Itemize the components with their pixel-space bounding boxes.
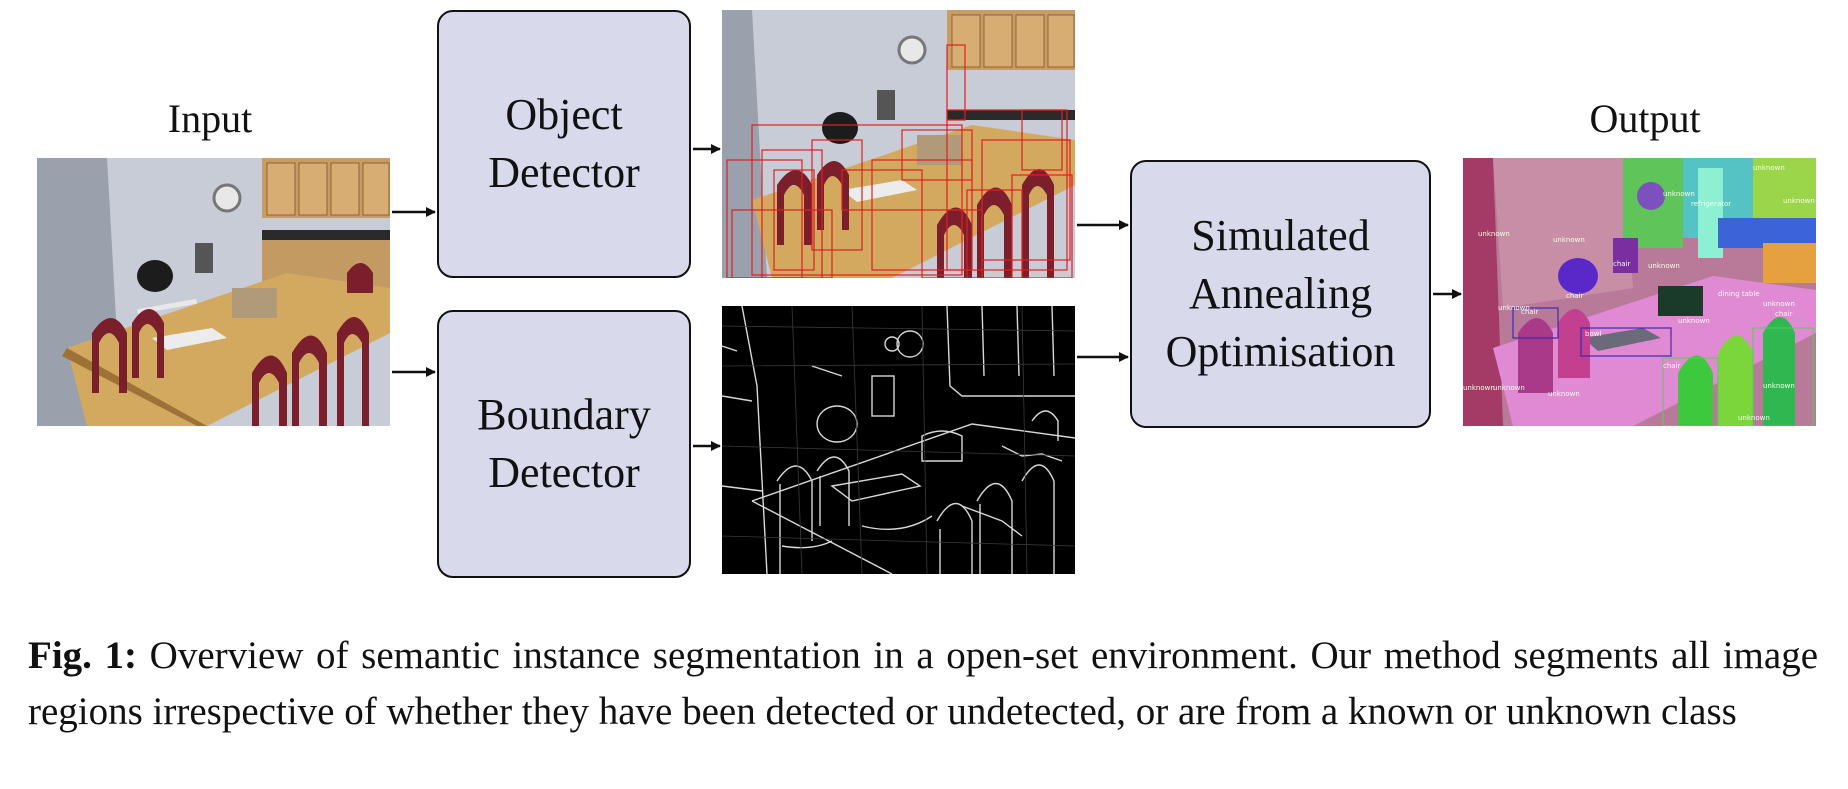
segment-tag: unknown (1678, 317, 1710, 325)
boundary-detector-line-2: Detector (488, 448, 640, 497)
segment-tag: chair (1566, 292, 1584, 300)
segment-tag: unknown (1753, 164, 1785, 172)
segment-tag: unknown (1493, 384, 1525, 392)
segment-tag: unknown (1498, 304, 1530, 312)
boundary-image (722, 306, 1075, 574)
segment-tag: chair (1613, 260, 1631, 268)
input-label: Input (167, 96, 253, 141)
segment-tag: unknown (1548, 390, 1580, 398)
caption-text: Overview of semantic instance segmentati… (28, 634, 1819, 733)
segment-tag: chair (1663, 362, 1681, 370)
segment-tag: bowl (1585, 330, 1601, 338)
segment-tag: chair (1775, 310, 1793, 318)
sao-line-1: Simulated (1191, 211, 1370, 260)
segment-tag: unknown (1463, 384, 1495, 392)
segment-tag: unknown (1553, 236, 1585, 244)
figure-caption: Fig. 1: Overview of semantic instance se… (28, 628, 1818, 740)
caption-prefix: Fig. 1: (28, 634, 138, 677)
segment-tag: chair (1521, 308, 1539, 316)
segment-tag: unknown (1783, 197, 1815, 205)
detection-image (722, 10, 1075, 278)
boundary-detector-line-1: Boundary (477, 390, 651, 439)
segment-tag: unknown (1478, 230, 1510, 238)
segment-tag: unknown (1763, 382, 1795, 390)
sao-line-3: Optimisation (1165, 327, 1396, 376)
input-image (37, 158, 390, 426)
segment-tag: unknown (1663, 190, 1695, 198)
segment-tag: unknown (1763, 300, 1795, 308)
segment-tag: unknown (1738, 414, 1770, 422)
segment-tag: unknown (1648, 262, 1680, 270)
segment-tag: dining table (1718, 290, 1760, 298)
sao-line-2: Annealing (1188, 269, 1373, 318)
object-detector-line-2: Detector (488, 148, 640, 197)
segmentation-image: unknown unknown unknown unknown unknown … (1463, 158, 1816, 426)
object-detector-line-1: Object (505, 90, 623, 139)
segment-tag: refrigerator (1691, 200, 1731, 208)
output-label: Output (1589, 96, 1701, 141)
flow-arrows (392, 144, 1462, 451)
